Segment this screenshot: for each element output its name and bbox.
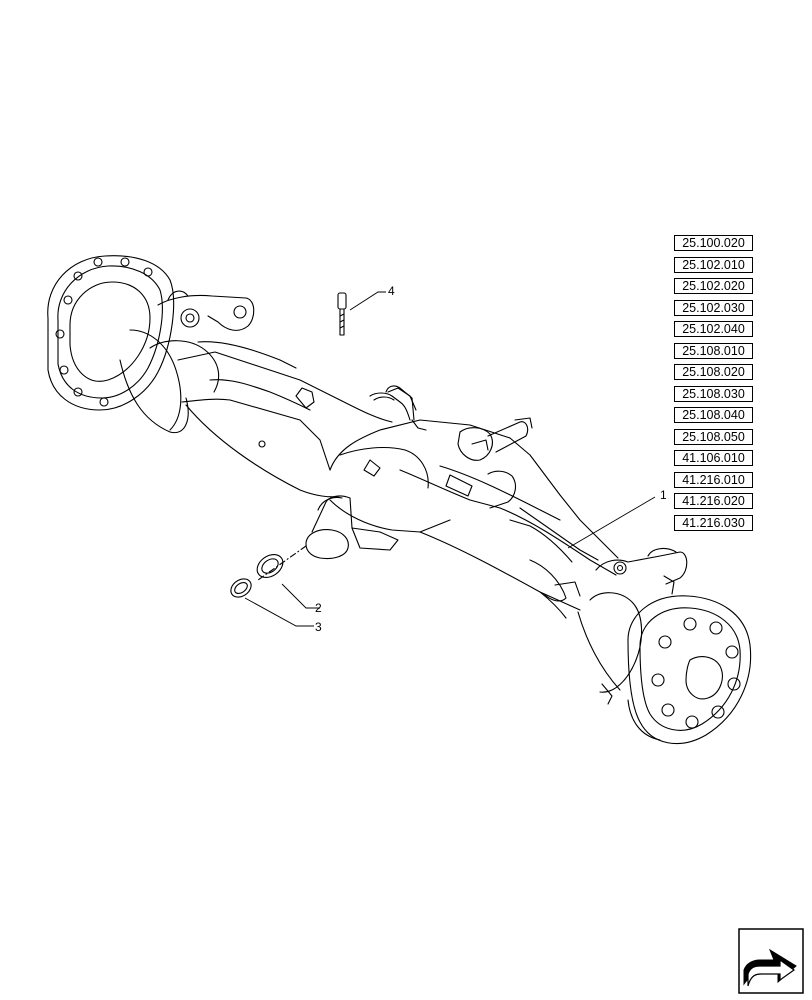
callout-4: 4	[388, 284, 395, 298]
differential-housing	[329, 385, 533, 533]
reference-link[interactable]: 25.108.030	[674, 386, 753, 402]
reference-link[interactable]: 25.102.030	[674, 300, 753, 316]
reference-link[interactable]: 25.100.020	[674, 235, 753, 251]
callout-1: 1	[660, 488, 667, 502]
reference-link[interactable]: 41.106.010	[674, 450, 753, 466]
reference-link[interactable]: 41.216.020	[674, 493, 753, 509]
reference-link[interactable]: 25.108.010	[674, 343, 753, 359]
reference-link[interactable]: 41.216.010	[674, 472, 753, 488]
reference-link[interactable]: 25.102.020	[674, 278, 753, 294]
part-3-ring	[230, 578, 252, 598]
leader-1	[567, 496, 656, 549]
leader-4	[349, 291, 386, 311]
reference-link[interactable]: 25.108.050	[674, 429, 753, 445]
left-hub	[47, 255, 189, 434]
reference-link[interactable]: 25.108.020	[674, 364, 753, 380]
leader-3	[244, 597, 314, 627]
leader-2	[281, 583, 320, 609]
next-page-arrow-icon	[738, 928, 804, 994]
housing-left-arm	[177, 341, 393, 498]
right-knuckle	[577, 547, 688, 705]
right-hub	[627, 595, 752, 745]
reference-link[interactable]: 25.108.040	[674, 407, 753, 423]
next-page-button[interactable]	[738, 928, 804, 994]
reference-link[interactable]: 25.102.040	[674, 321, 753, 337]
callout-2: 2	[315, 601, 322, 615]
hose-line	[369, 392, 599, 561]
centerline	[257, 545, 307, 581]
housing-right-arm	[419, 437, 619, 619]
reference-link[interactable]: 41.216.030	[674, 515, 753, 531]
part-4-bolt	[337, 292, 347, 336]
trunnion	[305, 495, 399, 560]
reference-link[interactable]: 25.102.010	[674, 257, 753, 273]
callout-3: 3	[315, 620, 322, 634]
part-2-ring	[256, 553, 284, 579]
